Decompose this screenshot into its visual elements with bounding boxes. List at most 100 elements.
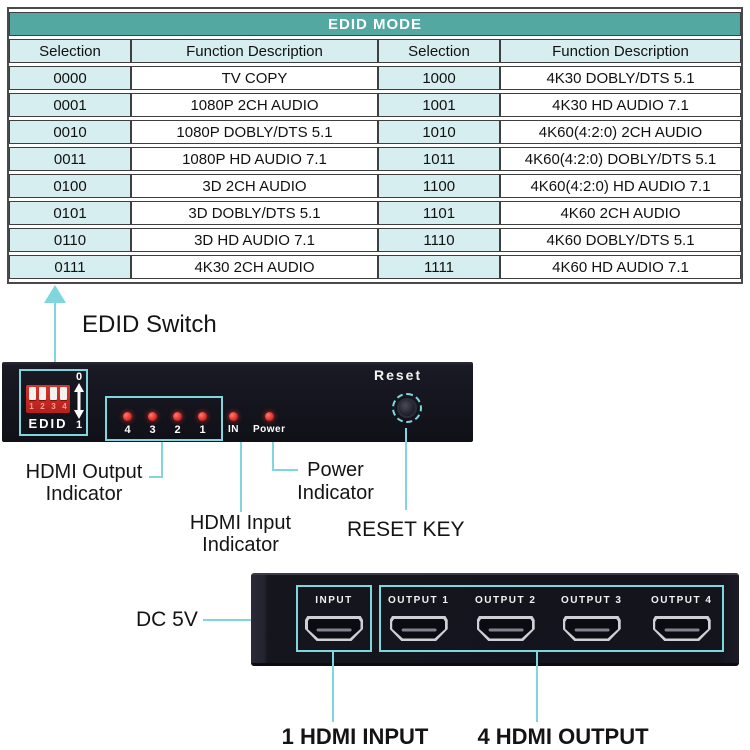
- output-4-port-label: OUTPUT 4: [651, 595, 713, 606]
- output-port-3-group: OUTPUT 3: [561, 595, 622, 641]
- edid-switch-highlight-box: [19, 369, 88, 436]
- dip-number: 2: [40, 402, 45, 411]
- led-icon: [264, 412, 274, 421]
- description-cell: 1080P DOBLY/DTS 5.1: [131, 120, 378, 144]
- hdmi-input-callout-line: [240, 442, 242, 512]
- in-led-label: IN: [228, 424, 239, 435]
- switch-position-1-label: 1: [76, 419, 83, 431]
- table-row: 0001 1080P 2CH AUDIO 1001 4K30 HD AUDIO …: [9, 93, 742, 117]
- output-port-2-group: OUTPUT 2: [475, 595, 536, 641]
- hdmi-output-count-label: 4 HDMI OUTPUT: [477, 724, 649, 749]
- description-cell: 4K30 2CH AUDIO: [131, 255, 378, 279]
- selection-cell: 1010: [378, 120, 500, 144]
- output-leds-highlight-box: [105, 396, 223, 441]
- edid-switch-label: EDID Switch: [82, 311, 217, 338]
- power-callout-line: [272, 442, 274, 471]
- description-cell: 3D HD AUDIO 7.1: [131, 228, 378, 252]
- hdmi-output-4-port[interactable]: [652, 616, 711, 641]
- table-row: 0100 3D 2CH AUDIO 1100 4K60(4:2:0) HD AU…: [9, 174, 742, 198]
- hdmi-output-1-port[interactable]: [389, 616, 448, 641]
- power-indicator-label: Power Indicator: [297, 459, 374, 504]
- reset-key-label: RESET KEY: [347, 518, 465, 541]
- description-cell: 4K30 HD AUDIO 7.1: [500, 93, 742, 117]
- power-callout-elbow: [272, 469, 298, 471]
- output-ports-highlight-box: [379, 585, 724, 652]
- dip-number: 3: [51, 402, 56, 411]
- hdmi-output-3-port[interactable]: [562, 616, 621, 641]
- led-icon: [173, 412, 182, 421]
- dc-5v-callout-line: [203, 619, 251, 621]
- output-led-group: 4 3 2 1: [107, 398, 223, 441]
- description-cell: 4K60 2CH AUDIO: [500, 201, 742, 225]
- dc-5v-label: DC 5V: [136, 608, 198, 631]
- power-led-label: Power: [253, 424, 286, 435]
- table-row: 0101 3D DOBLY/DTS 5.1 1101 4K60 2CH AUDI…: [9, 201, 742, 225]
- col-header-description-1: Function Description: [131, 39, 378, 63]
- dip-lever-1[interactable]: [29, 387, 36, 400]
- dip-lever-4[interactable]: [60, 387, 67, 400]
- edid-switch-arrow-line: [54, 301, 56, 371]
- description-cell: 4K60(4:2:0) 2CH AUDIO: [500, 120, 742, 144]
- rear-panel: INPUT OUTPUT 1 OUTPUT 2 OUTPUT 3: [251, 573, 739, 666]
- led-label: 3: [149, 424, 156, 436]
- reset-button[interactable]: [399, 400, 415, 416]
- selection-cell: 1110: [378, 228, 500, 252]
- dip-direction-arrow-icon: [74, 383, 84, 419]
- description-cell: 4K60 DOBLY/DTS 5.1: [500, 228, 742, 252]
- selection-cell: 1111: [378, 255, 500, 279]
- selection-cell: 0000: [9, 66, 131, 90]
- hdmi-input-indicator-label: HDMI Input Indicator: [189, 512, 292, 556]
- output-led-3: 3: [148, 412, 157, 436]
- dip-number: 4: [62, 402, 67, 411]
- hdmi-output-callout-elbow: [149, 476, 163, 478]
- hdmi-output-count-callout-line: [536, 650, 538, 722]
- led-icon: [148, 412, 157, 421]
- status-led-group: IN Power: [228, 412, 286, 435]
- output-led-2: 2: [173, 412, 182, 436]
- input-port-label: INPUT: [315, 595, 353, 606]
- col-header-selection-2: Selection: [378, 39, 500, 63]
- hdmi-output-2-port[interactable]: [476, 616, 535, 641]
- description-cell: 4K30 DOBLY/DTS 5.1: [500, 66, 742, 90]
- selection-cell: 1001: [378, 93, 500, 117]
- selection-cell: 0110: [9, 228, 131, 252]
- power-led: Power: [253, 412, 286, 435]
- selection-cell: 1000: [378, 66, 500, 90]
- table-row: 0111 4K30 2CH AUDIO 1111 4K60 HD AUDIO 7…: [9, 255, 742, 279]
- description-cell: 4K60(4:2:0) DOBLY/DTS 5.1: [500, 147, 742, 171]
- hdmi-output-callout-line: [161, 442, 163, 478]
- input-led: IN: [228, 412, 239, 435]
- table-row: 0000 TV COPY 1000 4K30 DOBLY/DTS 5.1: [9, 66, 742, 90]
- reset-highlight-circle: [392, 393, 422, 423]
- output-3-port-label: OUTPUT 3: [561, 595, 623, 606]
- selection-cell: 0001: [9, 93, 131, 117]
- output-2-port-label: OUTPUT 2: [475, 595, 537, 606]
- table-row: 0110 3D HD AUDIO 7.1 1110 4K60 DOBLY/DTS…: [9, 228, 742, 252]
- col-header-description-2: Function Description: [500, 39, 742, 63]
- col-header-selection-1: Selection: [9, 39, 131, 63]
- dip-lever-3[interactable]: [50, 387, 57, 400]
- front-panel: 1 2 3 4 EDID 0 1 4 3: [2, 362, 473, 442]
- table-header-row: Selection Function Description Selection…: [9, 39, 742, 63]
- switch-position-0-label: 0: [76, 371, 83, 383]
- edid-dip-switch[interactable]: 1 2 3 4: [26, 385, 70, 413]
- edid-label: EDID: [28, 416, 68, 431]
- description-cell: 3D DOBLY/DTS 5.1: [131, 201, 378, 225]
- output-port-4-group: OUTPUT 4: [651, 595, 712, 641]
- table-row: 0011 1080P HD AUDIO 7.1 1011 4K60(4:2:0)…: [9, 147, 742, 171]
- dip-lever-2[interactable]: [39, 387, 46, 400]
- hdmi-input-count-label: 1 HDMI INPUT: [281, 724, 429, 749]
- dip-number: 1: [29, 402, 34, 411]
- hdmi-output-indicator-label: HDMI Output Indicator: [25, 461, 143, 505]
- hdmi-port-slot: [664, 628, 700, 631]
- led-label: 1: [199, 424, 206, 436]
- output-led-1: 1: [198, 412, 207, 436]
- hdmi-input-port[interactable]: [305, 616, 363, 641]
- led-icon: [198, 412, 207, 421]
- input-port-group: INPUT: [305, 595, 363, 641]
- led-label: 4: [124, 424, 131, 436]
- selection-cell: 1011: [378, 147, 500, 171]
- reset-label: Reset: [374, 367, 423, 383]
- reset-callout-line: [405, 428, 407, 510]
- description-cell: 1080P 2CH AUDIO: [131, 93, 378, 117]
